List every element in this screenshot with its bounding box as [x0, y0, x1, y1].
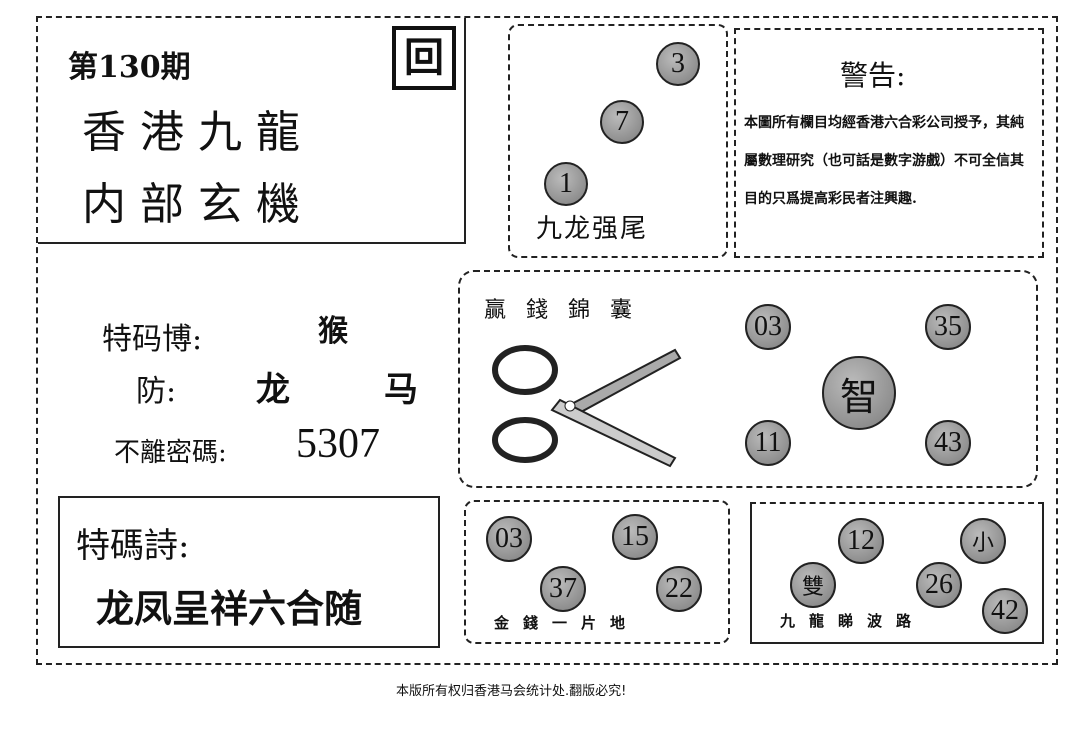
tail-label: 九龙强尾	[536, 214, 649, 244]
ball: 小	[960, 518, 1006, 564]
guard-animal-2: 马	[384, 370, 418, 410]
poem-box	[58, 496, 440, 648]
ball: 12	[838, 518, 884, 564]
warning-title: 警告:	[840, 59, 906, 92]
bag-title: 贏錢錦囊	[484, 298, 653, 323]
ball: 3	[656, 42, 700, 86]
guard-label: 防:	[136, 374, 177, 409]
outer-border	[36, 16, 1058, 665]
warning-text: 本圖所有欄目均經香港六合彩公司授予，其純屬數理研究（也可話是數字游戲）不可全信其…	[744, 115, 1024, 207]
ball: 15	[612, 514, 658, 560]
ball: 03	[745, 304, 791, 350]
ball: 7	[600, 100, 644, 144]
code-label: 不離密碼:	[114, 438, 227, 468]
ball: 11	[745, 420, 791, 466]
ball: 35	[925, 304, 971, 350]
issue-number: 第130期	[68, 50, 191, 85]
warning-box	[734, 28, 1044, 258]
title-line-2: 内部玄機	[82, 179, 314, 230]
kowloon-label: 九龍睇波路	[780, 612, 926, 630]
guard-animal-1: 龙	[256, 370, 290, 410]
center-ball: 智	[822, 356, 896, 430]
logo: 回	[392, 26, 456, 90]
secret-code: 5307	[296, 421, 380, 467]
ball: 22	[656, 566, 702, 612]
kowloon-box	[750, 502, 1044, 644]
ball: 26	[916, 562, 962, 608]
scissors-icon	[492, 345, 682, 468]
bag-box	[458, 270, 1038, 488]
special-animal: 猴	[318, 314, 348, 349]
header-box	[38, 18, 466, 244]
ball: 1	[544, 162, 588, 206]
title-line-1: 香港九龍	[82, 107, 314, 158]
gold-label: 金錢一片地	[494, 614, 640, 632]
ball: 03	[486, 516, 532, 562]
ball: 37	[540, 566, 586, 612]
footer-copyright: 本版所有权归香港马会统计处.翻版必究!	[396, 684, 627, 699]
special-label: 特码博:	[102, 322, 203, 357]
ball: 42	[982, 588, 1028, 634]
gold-box	[464, 500, 730, 644]
poem-label: 特碼詩:	[76, 526, 190, 566]
poem-text: 龙凤呈祥六合随	[96, 586, 363, 631]
ball: 雙	[790, 562, 836, 608]
ball: 43	[925, 420, 971, 466]
tail-box	[508, 24, 728, 258]
